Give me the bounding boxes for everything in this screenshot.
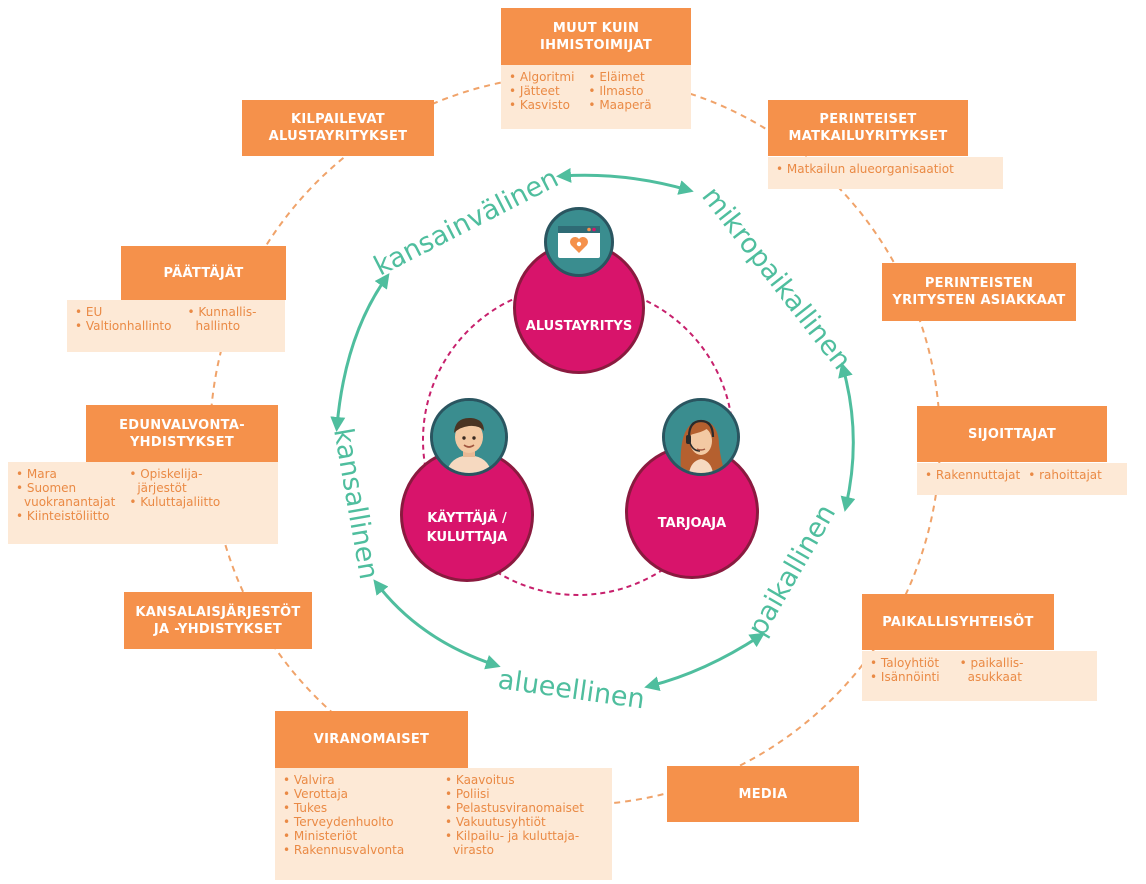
list-item: Rakennuttajat xyxy=(925,468,1020,490)
list-item: Algoritmi xyxy=(509,70,575,84)
platform-label: ALUSTAYRITYS xyxy=(525,318,633,334)
items-column-1: EU Valtionhallinto xyxy=(75,305,172,347)
woman-headset-avatar-icon xyxy=(662,398,740,476)
list-item: Kunnallis- hallinto xyxy=(187,305,256,333)
scale-label-national: kansallinen xyxy=(327,426,384,582)
user-node: KÄYTTÄJÄ / KULUTTAJA xyxy=(400,448,534,582)
items-column-2: Eläimet Ilmasto Maaperä xyxy=(588,70,651,124)
list-item: EU xyxy=(75,305,171,319)
items-column-2: Opiskelija- järjestöt Kuluttajaliitto xyxy=(129,467,220,539)
list-item: Kaavoitus xyxy=(445,773,584,787)
stakeholder-title: MEDIA xyxy=(667,766,859,822)
stakeholder-title: PÄÄTTÄJÄT xyxy=(121,246,286,300)
list-item: Vakuutusyhtiöt xyxy=(445,815,584,829)
list-item: Suomen vuokranantajat xyxy=(16,481,115,509)
list-item: Isännöinti xyxy=(870,670,940,684)
items-column-1: Algoritmi Jätteet Kasvisto xyxy=(509,70,575,124)
list-item: Valtionhallinto xyxy=(75,319,172,333)
stakeholder-title: KILPAILEVAT ALUSTAYRITYKSET xyxy=(242,100,434,156)
list-item: Valvira xyxy=(283,773,431,787)
arrow-right xyxy=(838,362,856,512)
list-item: Verottaja xyxy=(283,787,431,801)
items-column-1: Mara Suomen vuokranantajat Kiinteistölii… xyxy=(16,467,115,539)
stakeholder-items: Rakennuttajat rahoittajat xyxy=(917,463,1127,495)
provider-label: TARJOAJA xyxy=(657,515,727,531)
stakeholder-title: PERINTEISET MATKAILUYRITYKSET xyxy=(768,100,968,156)
list-item: Pelastusviranomaiset xyxy=(445,801,584,815)
stakeholder-items: Algoritmi Jätteet Kasvisto Eläimet Ilmas… xyxy=(501,65,691,129)
arrow-bottom-left xyxy=(373,579,501,670)
items-column-1: Rakennuttajat rahoittajat xyxy=(925,468,1102,490)
stakeholder-title: VIRANOMAISET xyxy=(275,711,468,768)
stakeholder-title: SIJOITTAJAT xyxy=(917,406,1107,462)
list-item: Ministeriöt xyxy=(283,829,431,843)
items-column-1: Valvira Verottaja Tukes Terveydenhuolto … xyxy=(283,773,431,875)
stakeholder-items: Valvira Verottaja Tukes Terveydenhuolto … xyxy=(275,768,612,880)
list-item: Kasvisto xyxy=(509,98,574,112)
list-item: rahoittajat xyxy=(1028,468,1102,490)
arrow-top xyxy=(556,167,694,195)
scale-label-micro-local: mikropaikallinen xyxy=(695,181,857,376)
stakeholder-title: MUUT KUIN IHMISTOIMIJAT xyxy=(501,8,691,65)
platform-node: ALUSTAYRITYS xyxy=(513,242,645,374)
items-column-2: Kunnallis- hallinto xyxy=(187,305,256,347)
list-item: Poliisi xyxy=(445,787,584,801)
list-item: Kilpailu- ja kuluttaja- virasto xyxy=(445,829,584,857)
list-item: Opiskelija- järjestöt xyxy=(129,467,220,495)
stakeholder-items: Mara Suomen vuokranantajat Kiinteistölii… xyxy=(8,462,278,544)
items-column-2: Kaavoitus Poliisi Pelastusviranomaiset V… xyxy=(445,773,584,875)
list-item: Jätteet xyxy=(509,84,574,98)
items-column-1: Matkailun alueorganisaatiot xyxy=(776,162,954,184)
list-item: Maaperä xyxy=(588,98,651,112)
scale-arrows xyxy=(330,167,856,692)
list-item: Terveydenhuolto xyxy=(283,815,431,829)
stakeholder-items: Matkailun alueorganisaatiot xyxy=(768,157,1003,189)
items-column-1: Taloyhtiöt Isännöinti xyxy=(870,656,940,696)
list-item: Tukes xyxy=(283,801,431,815)
stakeholder-title: KANSALAISJÄRJESTÖT JA -YHDISTYKSET xyxy=(124,592,312,649)
boy-avatar-icon xyxy=(430,398,508,476)
list-item: Mara xyxy=(16,467,115,481)
browser-heart-icon xyxy=(544,207,614,277)
list-item: Kuluttajaliitto xyxy=(129,495,220,509)
stakeholder-title: PAIKALLISYHTEISÖT xyxy=(862,594,1054,650)
items-column-2: paikallis- asukkaat xyxy=(960,656,1024,696)
list-item: Kiinteistöliitto xyxy=(16,509,115,523)
stakeholder-items: EU Valtionhallinto Kunnallis- hallinto xyxy=(67,300,285,352)
list-item: paikallis- asukkaat xyxy=(960,656,1024,684)
list-item: Matkailun alueorganisaatiot xyxy=(776,162,954,176)
stakeholder-items: Taloyhtiöt Isännöinti paikallis- asukkaa… xyxy=(862,651,1097,701)
list-item: Taloyhtiöt xyxy=(870,656,940,670)
stakeholder-title: EDUNVALVONTA- YHDISTYKSET xyxy=(86,405,278,462)
arrow-bottom-right xyxy=(644,632,766,692)
list-item: Ilmasto xyxy=(588,84,651,98)
arrow-left xyxy=(330,273,390,432)
stakeholder-title: PERINTEISTEN YRITYSTEN ASIAKKAAT xyxy=(882,263,1076,321)
scale-label-regional: alueellinen xyxy=(496,664,647,715)
list-item: Eläimet xyxy=(588,70,651,84)
user-label: KÄYTTÄJÄ / KULUTTAJA xyxy=(426,511,508,545)
list-item: Rakennusvalvonta xyxy=(283,843,431,857)
